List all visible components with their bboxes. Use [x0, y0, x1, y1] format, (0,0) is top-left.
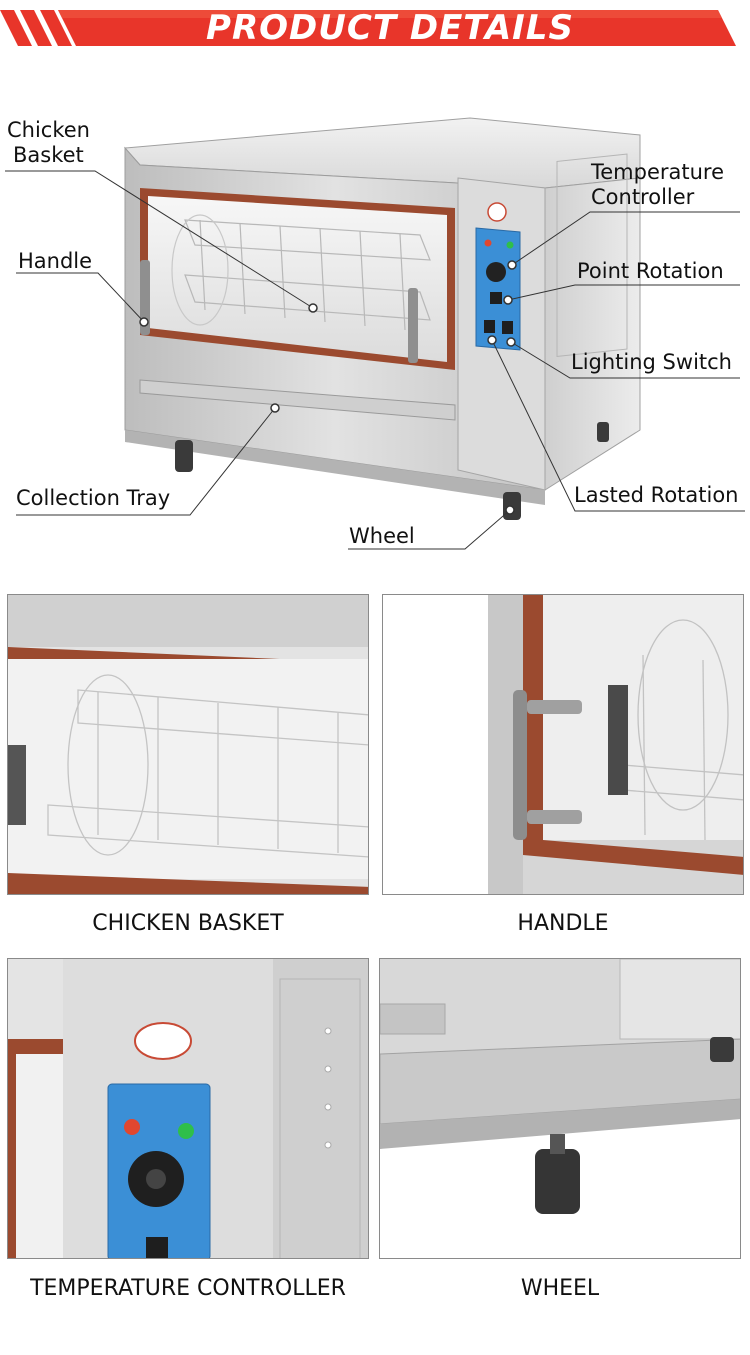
lasted-rotation-switch [484, 320, 495, 333]
right-handle [408, 288, 418, 363]
chicken-basket-closeup [8, 595, 368, 894]
label-line: Controller [591, 185, 695, 209]
collection-tray [139, 379, 456, 421]
label-temperature-controller: Temperature Controller [591, 160, 724, 210]
handle-closeup [383, 595, 743, 894]
brand-logo [487, 202, 507, 222]
banner-bar [58, 10, 736, 46]
callout-dots [139, 260, 517, 515]
temperature-knob [486, 262, 506, 282]
callout-lines [5, 170, 745, 550]
banner-stripe [20, 10, 52, 46]
label-handle: Handle [18, 249, 93, 273]
label-collection-tray: Collection Tray [16, 486, 171, 510]
oven-side [544, 177, 641, 491]
panel-wheel [379, 958, 741, 1259]
label-line: Chicken [7, 118, 90, 142]
lighting-switch [502, 321, 513, 334]
indicator-light-red [484, 239, 492, 247]
label-chicken-basket: Chicken Basket [7, 118, 90, 168]
label-lasted-rotation: Lasted Rotation [574, 483, 739, 507]
caption-temperature-controller: TEMPERATURE CONTROLLER [30, 1276, 346, 1301]
label-line: Basket [13, 143, 84, 167]
caption-handle: HANDLE [517, 911, 609, 936]
label-point-rotation: Point Rotation [577, 259, 724, 283]
left-handle [140, 260, 150, 335]
page-title: PRODUCT DETAILS [206, 8, 574, 48]
panel-chicken-basket [7, 594, 369, 895]
label-line: Temperature [591, 160, 725, 184]
label-wheel: Wheel [349, 524, 415, 548]
product-diagram: Chicken Basket Temperature Controller Ha… [0, 60, 750, 560]
banner-stripe [0, 10, 32, 46]
point-rotation-switch [490, 292, 502, 304]
rotisserie-oven-illustration [5, 117, 745, 550]
wheel-closeup [380, 959, 740, 1258]
caption-wheel: WHEEL [520, 1276, 600, 1301]
label-lighting-switch: Lighting Switch [571, 350, 732, 374]
panel-handle [382, 594, 744, 895]
indicator-light-green [506, 241, 514, 249]
panel-temperature-controller [7, 958, 369, 1259]
temperature-controller-closeup [8, 959, 368, 1258]
control-panel [475, 227, 521, 351]
banner-stripe [40, 10, 72, 46]
banner-graphic [0, 10, 736, 46]
side-panel [556, 153, 628, 358]
caption-chicken-basket: CHICKEN BASKET [92, 911, 284, 936]
header-banner: PRODUCT DETAILS [0, 0, 750, 56]
oven-base [125, 430, 545, 505]
chicken-basket-racks [171, 214, 431, 331]
banner-highlight [58, 10, 722, 18]
